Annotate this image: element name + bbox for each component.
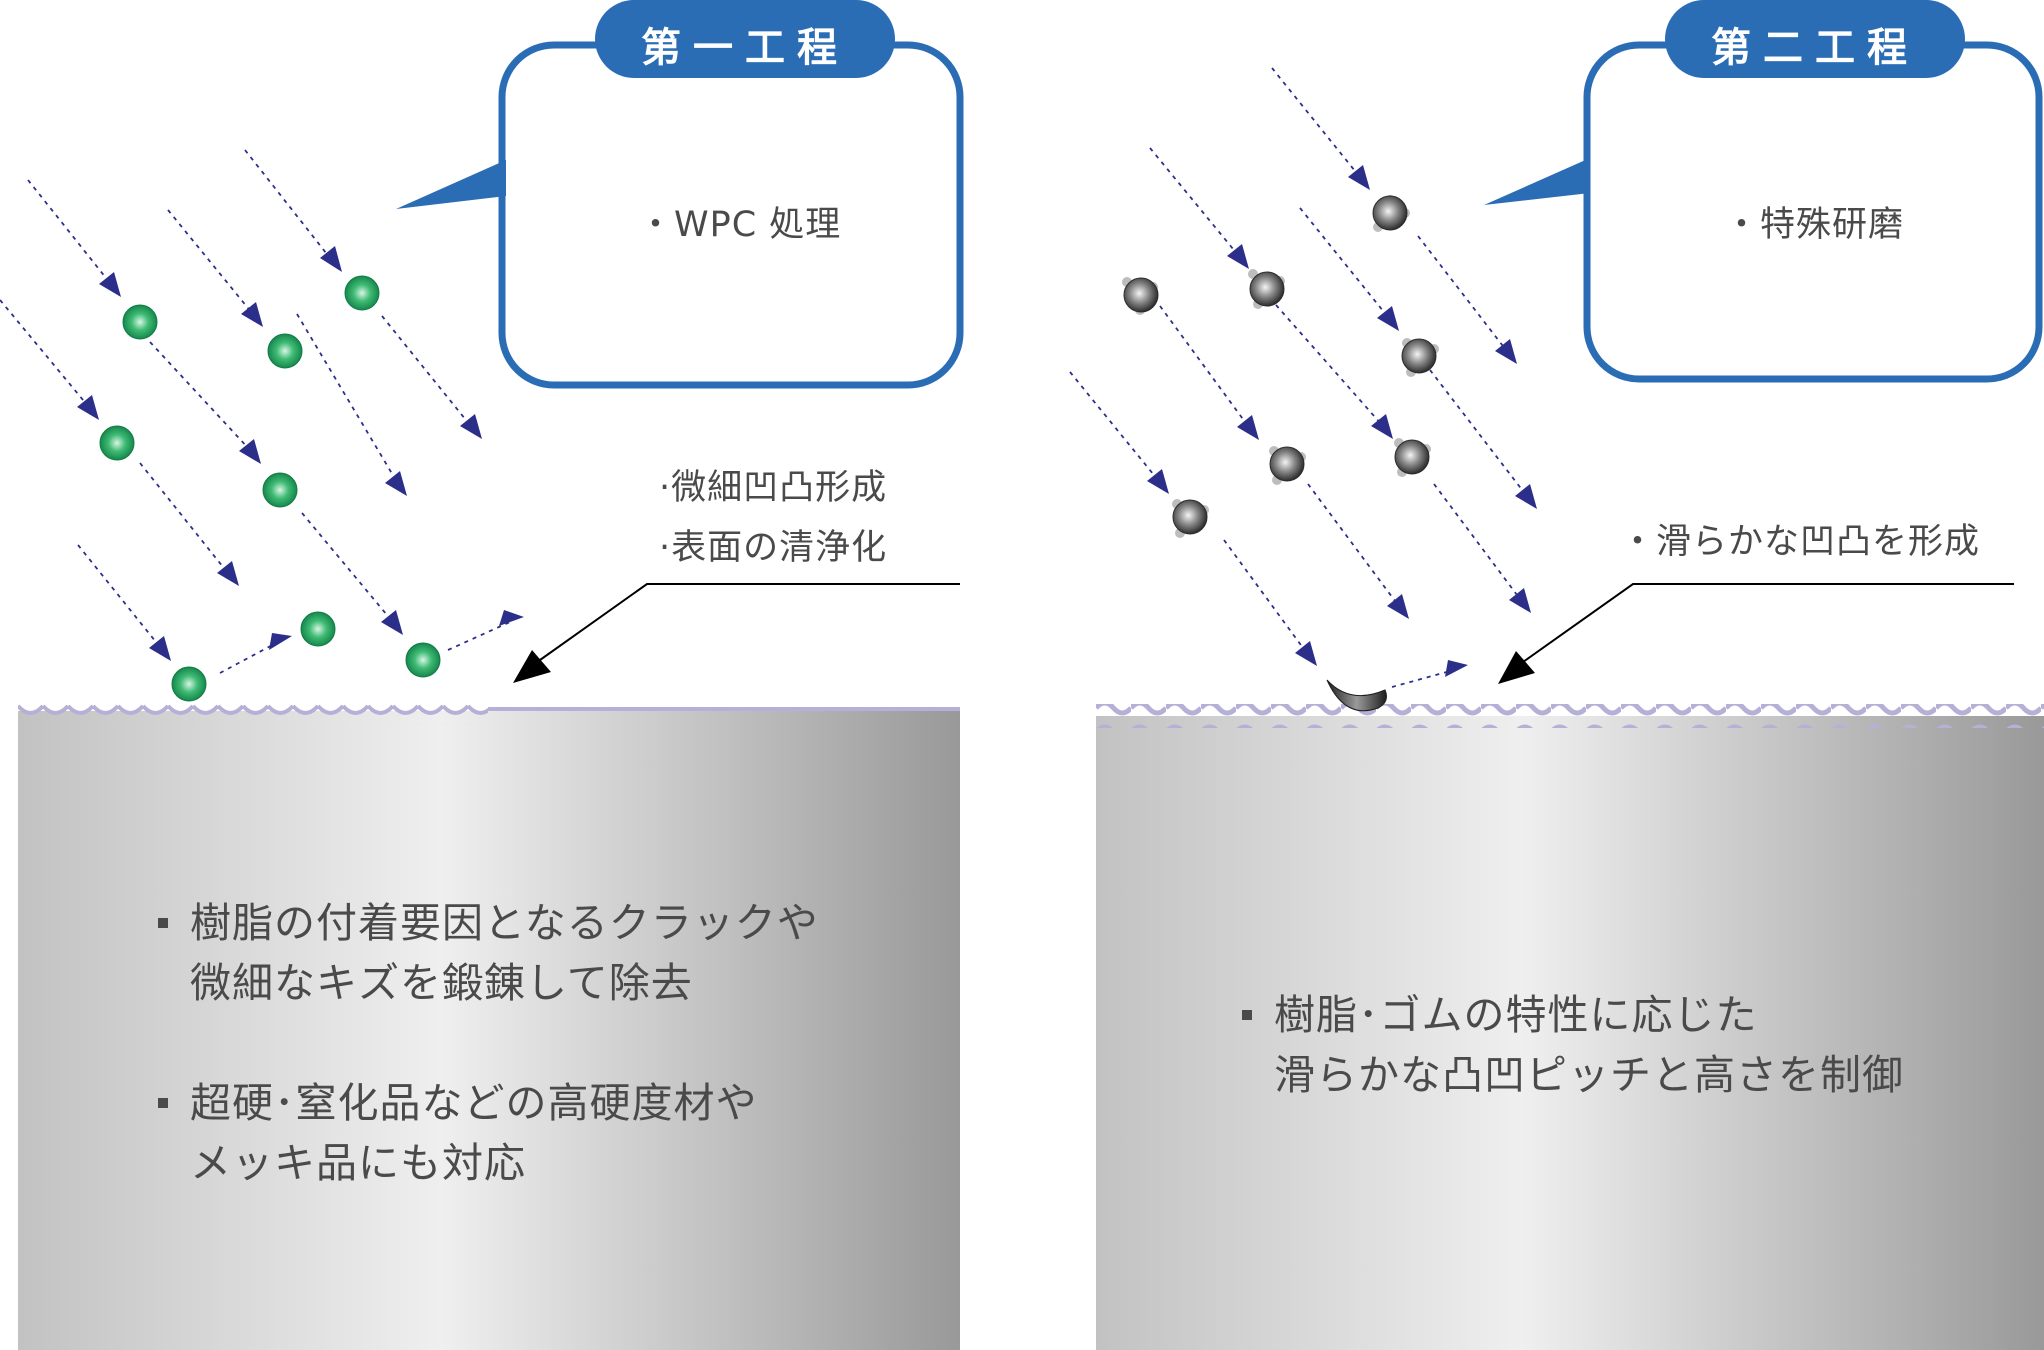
stage1-bullet-1-line-1: 樹脂の付着要因となるクラックや: [190, 899, 819, 947]
stage2-note-1: ・滑らかな凹凸を形成: [1620, 522, 1981, 562]
stage1-green-shot-particles: [99, 275, 441, 702]
stage2-shot-trajectories: [1069, 67, 1527, 688]
stage1-bullet-1-line-2: 微細なキズを鍛錬して除去: [190, 959, 693, 1007]
stage1-arrowheads: [77, 246, 524, 661]
stage1-bullet-item: 樹脂の付着要因となるクラックや 微細なキズを鍛錬して除去: [158, 893, 819, 1013]
stage1-note-1: ·微細凹凸形成: [659, 468, 888, 508]
stage2-gray-polishing-particles: [1122, 195, 1439, 712]
stage2-bullet-1-line-2: 滑らかな凸凹ピッチと高さを制御: [1274, 1051, 1904, 1099]
stage1-notes: ·微細凹凸形成 ·表面の清浄化: [659, 458, 887, 578]
stage2-title: 第二工程: [1711, 25, 1919, 71]
stage1-workpiece: [18, 703, 960, 1350]
stage2-bullet-1-line-1: 樹脂･ゴムの特性に応じた: [1274, 991, 1758, 1039]
stage2-notes: ・滑らかな凹凸を形成: [1620, 512, 1980, 572]
stage2-particle-chip: [1326, 679, 1387, 712]
stage2-bullet-item: 樹脂･ゴムの特性に応じた 滑らかな凸凹ピッチと高さを制御: [1242, 985, 1904, 1105]
stage1-leader-arrow: [513, 583, 960, 683]
bullet-square-icon: [1242, 1010, 1252, 1020]
bullet-square-icon: [158, 1098, 168, 1108]
stage1-title: 第一工程: [641, 25, 849, 71]
stage2-callout-text: ・特殊研磨: [1724, 205, 1905, 245]
stage1-bullet-2-line-2: メッキ品にも対応: [190, 1139, 526, 1187]
stage2-callout-bubble: [1484, 0, 2043, 383]
stage1-bullet-list: 樹脂の付着要因となるクラックや 微細なキズを鍛錬して除去 超硬･窒化品などの高硬…: [158, 893, 819, 1193]
stage2-arrowheads: [1147, 165, 1537, 677]
stage1-bullet-item: 超硬･窒化品などの高硬度材や メッキ品にも対応: [158, 1073, 819, 1193]
bullet-square-icon: [158, 918, 168, 928]
stage1-bullet-2-line-1: 超硬･窒化品などの高硬度材や: [190, 1079, 758, 1127]
stage2-workpiece: [1096, 704, 2044, 1350]
stage2-bullet-list: 樹脂･ゴムの特性に応じた 滑らかな凸凹ピッチと高さを制御: [1242, 985, 1904, 1105]
stage1-callout-bubble: [396, 0, 964, 389]
stage2-leader-arrow: [1498, 583, 2014, 684]
stage1-callout-text: ・WPC 処理: [638, 205, 842, 245]
stage1-note-2: ·表面の清浄化: [659, 528, 888, 568]
stage1-shot-trajectories: [0, 149, 511, 674]
